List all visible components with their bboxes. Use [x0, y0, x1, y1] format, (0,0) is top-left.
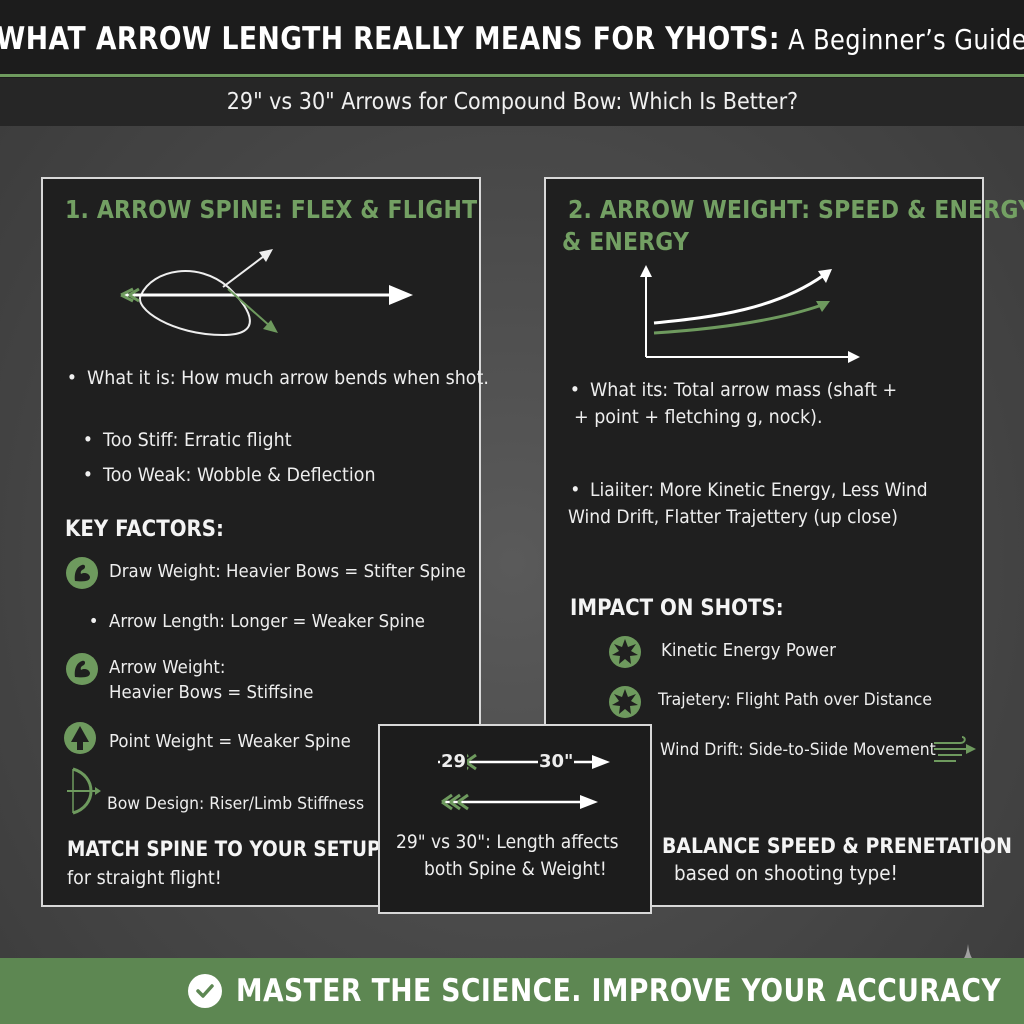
burst-icon [609, 686, 641, 718]
header-divider [0, 74, 1024, 77]
weight-panel-title: 2. ARROW WEIGHT: SPEED & ENERGY [568, 195, 1024, 224]
factor-draw-weight: Draw Weight: Heavier Bows = Stifter Spin… [109, 561, 466, 582]
page-subtitle: 29" vs 30" Arrows for Compound Bow: Whic… [226, 89, 798, 115]
weight-definition-line2: + point + fletching g, nock). [574, 406, 823, 428]
weight-panel-title-cont: & ENERGY [562, 227, 690, 256]
balance-heading: BALANCE SPEED & PRENETATION [662, 834, 1012, 858]
impact-heading: IMPACT ON SHOTS: [570, 596, 784, 621]
arrowhead-icon [64, 722, 96, 754]
label-30-inch: 30" [538, 751, 575, 772]
length-caption-line2: both Spine & Weight! [424, 858, 607, 880]
page-title-rest: A Beginner’s Guide [780, 23, 1024, 56]
key-factors-heading: KEY FACTORS: [65, 517, 224, 542]
factor-point-weight: Point Weight = Weaker Spine [109, 731, 351, 752]
arrow-flex-diagram [120, 249, 413, 337]
balance-sub: based on shooting type! [674, 861, 898, 885]
too-weak-item: Too Weak: Wobble & Deflection [83, 464, 376, 486]
match-spine-heading: MATCH SPINE TO YOUR SETUP [67, 837, 381, 861]
impact-wind-drift: Wind Drift: Side-to-Siide Movement [660, 740, 936, 760]
spine-panel: 1. ARROW SPINE: FLEX & FLIGHT What it is… [41, 177, 489, 907]
flexed-arm-icon [66, 557, 98, 589]
too-stiff-item: Too Stiff: Erratic flight [83, 429, 292, 451]
match-spine-sub: for straight flight! [67, 867, 222, 889]
lighter-arrow-line1: Liaiiter: More Kinetic Energy, Less Wind [570, 479, 927, 501]
impact-trajectory: Trajetery: Flight Path over Distance [658, 690, 932, 710]
flexed-arm-icon [66, 653, 98, 685]
length-caption-line1: 29" vs 30": Length affects [396, 831, 619, 853]
footer-text-wrap: MASTER THE SCIENCE. IMPROVE YOUR ACCURAC… [236, 973, 1002, 1009]
check-icon [188, 974, 222, 1008]
title-banner: WHAT ARROW LENGTH REALLY MEANS FOR YHOTS… [0, 0, 1024, 78]
weight-definition-line1: What its: Total arrow mass (shaft + [570, 379, 897, 401]
page-title-bold: WHAT ARROW LENGTH REALLY MEANS FOR YHOTS… [0, 21, 781, 57]
factor-arrow-length: Arrow Length: Longer = Weaker Spine [89, 611, 425, 632]
footer-banner: MASTER THE SCIENCE. IMPROVE YOUR ACCURAC… [0, 958, 1024, 1024]
label-29-inch: 29 [440, 751, 468, 772]
subtitle-bar: 29" vs 30" Arrows for Compound Bow: Whic… [0, 78, 1024, 126]
bow-icon [67, 767, 101, 815]
wind-icon [934, 736, 976, 762]
footer-text: MASTER THE SCIENCE. IMPROVE YOUR ACCURAC… [236, 973, 1002, 1009]
factor-arrow-weight-label: Arrow Weight: [109, 657, 226, 678]
speed-energy-graph [640, 265, 860, 363]
page-title: WHAT ARROW LENGTH REALLY MEANS FOR YHOTS… [0, 21, 1024, 57]
factor-bow-design: Bow Design: Riser/Limb Stiffness [107, 794, 365, 814]
impact-kinetic-energy: Kinetic Energy Power [661, 640, 836, 661]
burst-icon [609, 636, 641, 668]
spine-panel-title: 1. ARROW SPINE: FLEX & FLIGHT [65, 195, 478, 224]
factor-arrow-weight-detail: Heavier Bows = Stiffsine [109, 682, 314, 703]
length-comparison-panel: 29 30" 29" vs 30": Length affects both S… [378, 724, 652, 914]
spine-definition: What it is: How much arrow bends when sh… [67, 367, 489, 389]
lighter-arrow-line2: Wind Drift, Flatter Trajettery (up close… [568, 506, 898, 528]
